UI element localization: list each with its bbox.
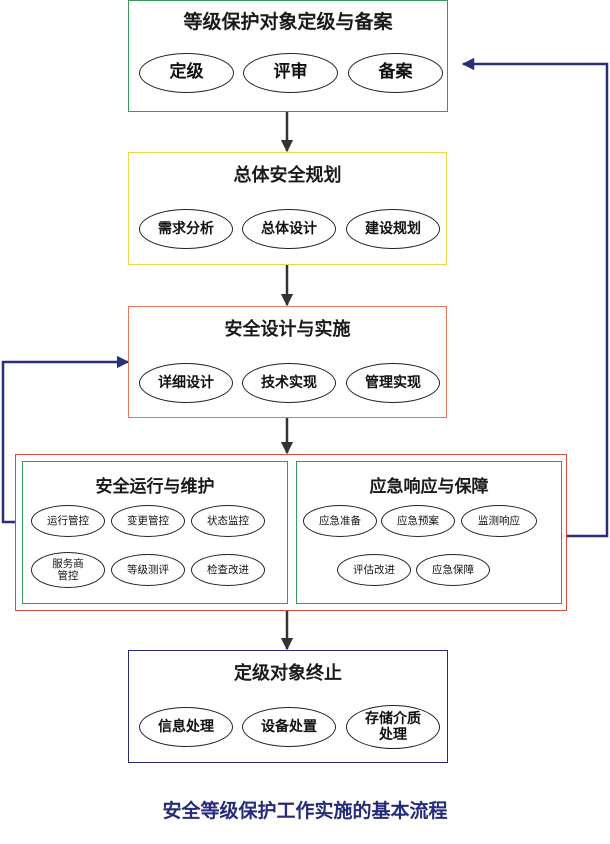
feedback-arrow-to-stage3 [1, 355, 130, 524]
emergency-item-preparation: 应急准备 [303, 505, 377, 537]
emergency-item-plan: 应急预案 [381, 505, 455, 537]
stage5-box: 定级对象终止 信息处理 设备处置 存储介质 处理 [128, 650, 448, 763]
stage4-outer-box: 安全运行与维护 运行管控 变更管控 状态监控 服务商 管控 等级测评 检查改进 … [15, 454, 567, 611]
stage5-item-info-processing: 信息处理 [139, 707, 233, 747]
operation-title: 安全运行与维护 [95, 477, 215, 497]
stage3-box: 安全设计与实施 详细设计 技术实现 管理实现 [128, 306, 447, 418]
operation-item-inspection-improve: 检查改进 [191, 554, 265, 586]
operation-box: 安全运行与维护 运行管控 变更管控 状态监控 服务商 管控 等级测评 检查改进 [22, 461, 288, 604]
stage2-item-overall-design: 总体设计 [242, 209, 336, 249]
stage5-item-device-disposal: 设备处置 [242, 707, 336, 747]
operation-item-status-monitor: 状态监控 [191, 505, 265, 537]
stage1-box: 等级保护对象定级与备案 定级 评审 备案 [128, 0, 448, 112]
stage2-box: 总体安全规划 需求分析 总体设计 建设规划 [128, 152, 447, 265]
operation-item-level-assessment: 等级测评 [111, 554, 185, 586]
stage3-item-detailed-design: 详细设计 [139, 363, 233, 403]
stage2-title: 总体安全规划 [233, 165, 342, 186]
stage1-item-review: 评审 [243, 53, 338, 93]
feedback-arrow-to-stage1 [461, 57, 609, 538]
diagram-caption: 安全等级保护工作实施的基本流程 [162, 800, 448, 822]
stage3-item-management-impl: 管理实现 [346, 363, 440, 403]
stage1-title: 等级保护对象定级与备案 [183, 11, 393, 33]
emergency-item-guarantee: 应急保障 [416, 554, 490, 586]
emergency-item-evaluate-improve: 评估改进 [337, 554, 411, 586]
stage3-title: 安全设计与实施 [224, 319, 351, 340]
operation-item-change-control: 变更管控 [111, 505, 185, 537]
stage2-item-requirements: 需求分析 [139, 209, 233, 249]
stage3-item-technical-impl: 技术实现 [242, 363, 336, 403]
emergency-item-monitor-response: 监测响应 [461, 505, 537, 537]
emergency-title: 应急响应与保障 [369, 477, 489, 497]
operation-item-run-control: 运行管控 [31, 505, 105, 537]
stage1-item-grading: 定级 [139, 53, 234, 93]
stage2-item-construction-plan: 建设规划 [346, 209, 440, 249]
stage5-title: 定级对象终止 [234, 663, 342, 684]
stage5-item-storage-media: 存储介质 处理 [346, 705, 440, 749]
stage1-item-filing: 备案 [348, 53, 443, 93]
operation-item-provider-control: 服务商 管控 [31, 552, 105, 588]
emergency-box: 应急响应与保障 应急准备 应急预案 监测响应 评估改进 应急保障 [296, 461, 562, 604]
